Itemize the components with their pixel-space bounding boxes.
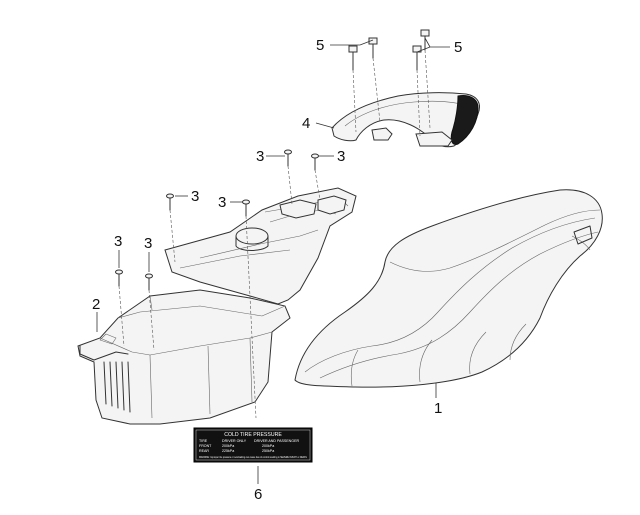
label-warning: WARNING: Improper tire pressure or overl… xyxy=(199,455,307,459)
bolt-icon xyxy=(242,199,250,217)
bolt-icon xyxy=(115,269,123,287)
label-row-front: FRONT xyxy=(199,444,212,448)
label-title: COLD TIRE PRESSURE xyxy=(224,432,282,438)
callout-seat: 1 xyxy=(434,400,442,417)
callout-tire-label: 6 xyxy=(254,486,262,503)
bolts xyxy=(115,149,319,291)
bolt-icon xyxy=(166,193,174,211)
grab-handle xyxy=(331,92,480,148)
bolt-icon xyxy=(145,273,153,291)
screw-icon xyxy=(348,45,358,71)
label-col-tire: TIRE xyxy=(199,439,208,443)
callout-screw: 5 xyxy=(316,37,324,54)
label-col-driver-only: DRIVER ONLY xyxy=(222,439,247,443)
label-rear-driver: 225kPa xyxy=(222,449,234,453)
label-rear-passenger: 250kPa xyxy=(262,449,274,453)
callout-grab-handle: 4 xyxy=(302,115,310,132)
tire-pressure-label: COLD TIRE PRESSURE TIRE DRIVER ONLY DRIV… xyxy=(193,427,313,463)
callout-bolt: 3 xyxy=(337,148,345,165)
label-row-rear: REAR xyxy=(199,449,209,453)
bolt-icon xyxy=(284,149,292,167)
storage-box xyxy=(77,187,357,425)
callout-bolt: 3 xyxy=(256,148,264,165)
label-col-driver-passenger: DRIVER AND PASSENGER xyxy=(254,439,299,443)
callout-bolt: 3 xyxy=(191,188,199,205)
label-front-passenger: 200kPa xyxy=(262,444,274,448)
callout-storage-box: 2 xyxy=(92,296,100,313)
callout-bolt: 3 xyxy=(114,233,122,250)
callout-bolt: 3 xyxy=(144,235,152,252)
screw-icon xyxy=(368,37,378,59)
screws xyxy=(348,29,430,71)
screw-icon xyxy=(420,29,430,51)
callout-bolt: 3 xyxy=(218,194,226,211)
screw-icon xyxy=(412,45,422,71)
seat xyxy=(294,189,603,388)
callout-screw: 5 xyxy=(454,39,462,56)
label-front-driver: 200kPa xyxy=(222,444,234,448)
leader-lines xyxy=(96,37,450,484)
bolt-icon xyxy=(311,153,319,171)
assembly-lines xyxy=(118,49,431,419)
